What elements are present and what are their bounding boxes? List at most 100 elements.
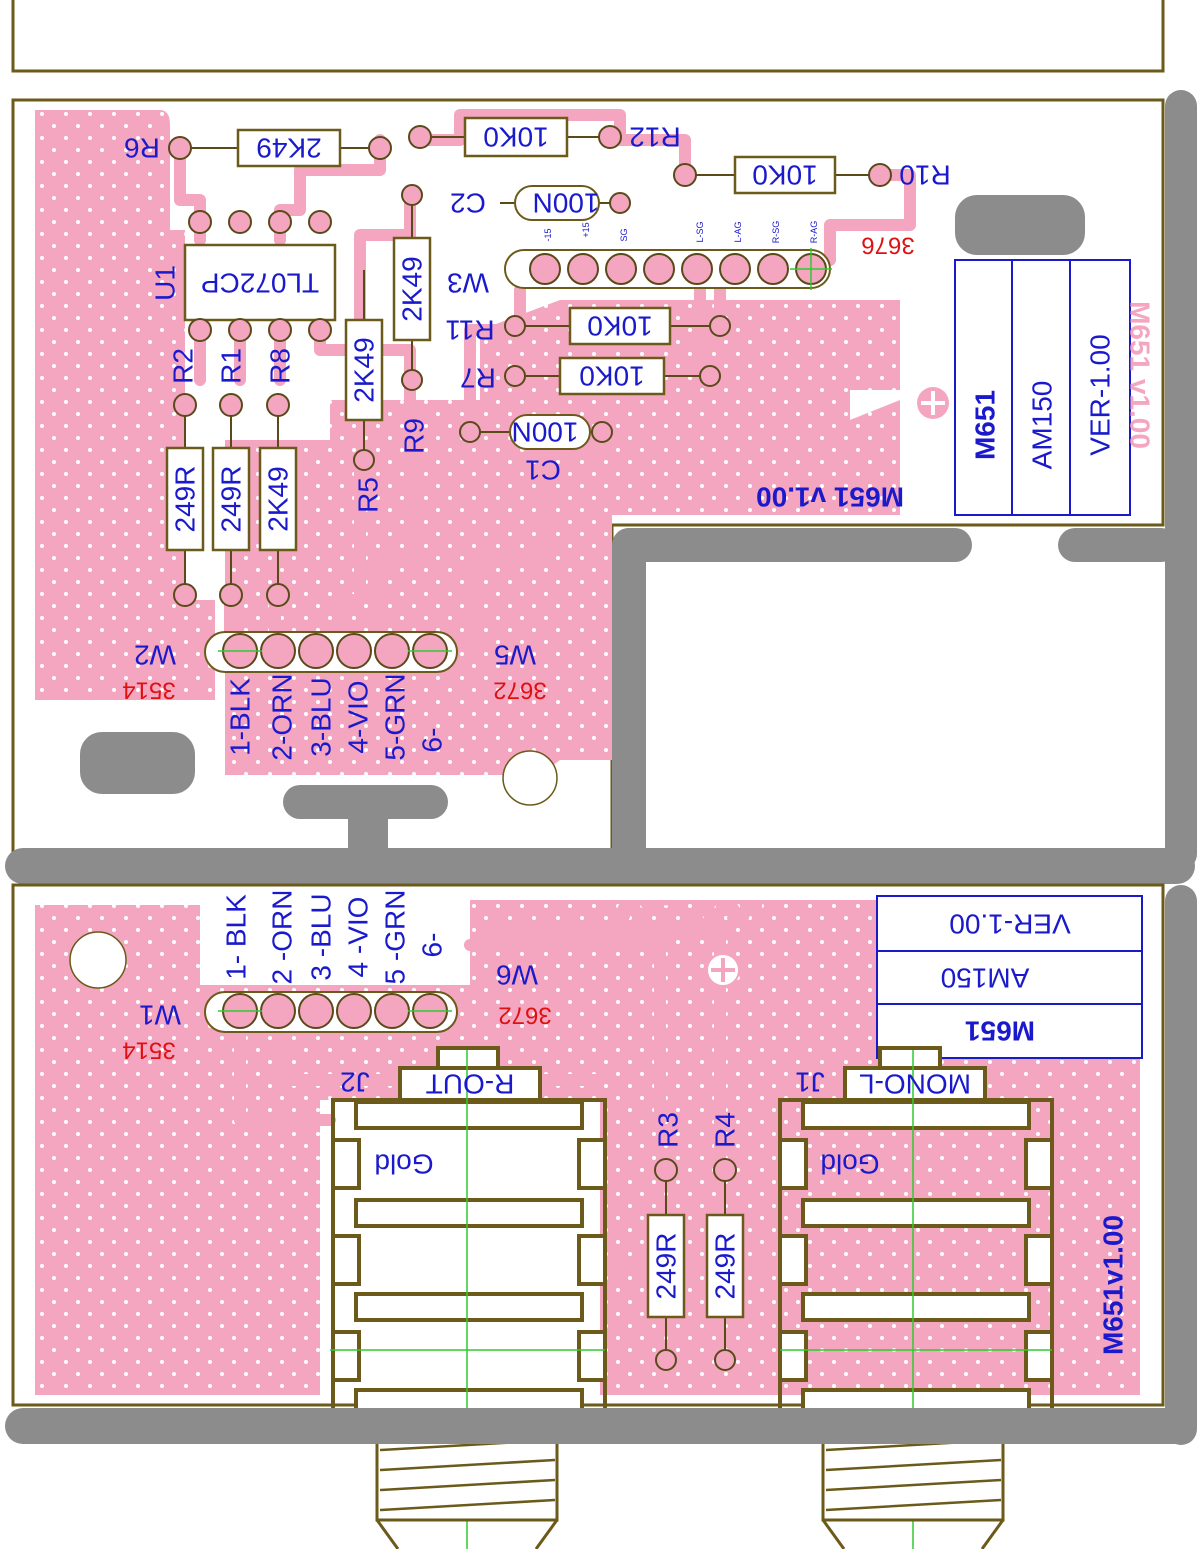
r1-body (211, 446, 251, 552)
lower-wire-labels: 1- BLK 2 -ORN 3 -BLU 4 -VIO 5 -GRN 6- (221, 890, 448, 985)
u1-value: TL072CP (201, 268, 319, 299)
r6-ref: R6 (124, 133, 160, 164)
r12-pad-b (598, 125, 622, 149)
upper-title-line2: AM150 (1027, 381, 1058, 470)
c1-pad-a (459, 421, 481, 443)
u1-pin6 (228, 318, 252, 342)
lower-wire-5: 5 -GRN (380, 890, 411, 985)
c1-value: 100N (512, 417, 579, 448)
j2-bar-1 (354, 1100, 584, 1130)
j2-ref: J2 (340, 1067, 370, 1098)
j2-pin-r3 (577, 1330, 607, 1382)
j2-finish: Gold (374, 1149, 433, 1180)
j2-pin-l1 (331, 1138, 361, 1190)
r4-ref: R4 (710, 1112, 741, 1148)
upper-slot-right (955, 195, 1085, 255)
r7-pad-a (504, 365, 526, 387)
r12-value: 10K0 (483, 122, 548, 153)
r7-value: 10K0 (579, 361, 644, 392)
lower-wire-1: 1- BLK (221, 894, 252, 980)
w3-pin-label-4: L-SG (695, 221, 705, 242)
r6-pad-a (168, 136, 192, 160)
j1-bar-2 (801, 1198, 1031, 1228)
w5-ref: W5 (494, 640, 536, 671)
lower-frame-right (1165, 885, 1197, 1445)
j2-pin-r2 (577, 1234, 607, 1286)
w3-pin-label-6: R-SG (771, 221, 781, 244)
r3-value: 249R (651, 1233, 682, 1300)
r7-body (558, 356, 666, 396)
lower-title-line3: VER-1.00 (949, 909, 1070, 940)
w5-part-number: 3672 (493, 677, 546, 704)
w3-pin-label-1: -15 (543, 228, 553, 241)
u1-ref: U1 (150, 265, 181, 301)
r4-value: 249R (710, 1233, 741, 1300)
w1-part-number: 3514 (122, 1037, 175, 1064)
w2-part-number: 3514 (122, 677, 175, 704)
r3-pad-b (655, 1349, 677, 1371)
w6-ref: W6 (496, 960, 538, 991)
j1-finish: Gold (820, 1149, 879, 1180)
r8-pad-a (266, 393, 290, 417)
upper-wire-1: 1-BLK (225, 678, 256, 756)
c1-body (509, 414, 591, 450)
upper-fiducial-plus (921, 391, 945, 415)
r8-ref: R8 (265, 348, 296, 384)
r10-ref: R10 (899, 160, 950, 191)
upper-wire-4: 4-VIO (343, 680, 374, 753)
lower-mount-hole (69, 931, 127, 989)
r11-value: 10K0 (587, 311, 652, 342)
r2-value: 249R (170, 466, 201, 533)
lower-title-block (876, 895, 1143, 1059)
j1-ref: J1 (795, 1067, 825, 1098)
r11-pad-a (504, 315, 526, 337)
lower-board: W1 3514 W6 3672 1- BLK 2 -ORN 3 -BLU 4 -… (11, 883, 1197, 1549)
w3-pad-a (401, 184, 423, 206)
upper-trace-9 (464, 284, 526, 436)
upper-trace-7 (374, 374, 416, 651)
r8-pad-b (266, 583, 290, 607)
c2-value: 100N (533, 188, 600, 219)
upper-title-line3: VER-1.00 (1085, 334, 1116, 455)
upper-mount-hole (502, 750, 558, 806)
j2-body (331, 1098, 607, 1420)
r7-ref: R7 (460, 363, 496, 394)
r3-body (646, 1213, 686, 1319)
upper-frame-inner-h (612, 528, 972, 562)
upper-wire-6: 6- (417, 728, 448, 753)
r11-pad-b (709, 315, 731, 337)
r2-body (165, 446, 205, 552)
lower-trace-3 (464, 939, 666, 1126)
r9-ref: R9 (399, 418, 430, 454)
lower-title-line1: M651 (965, 1016, 1035, 1047)
u1-pin5 (188, 318, 212, 342)
j2-pin-l2 (331, 1234, 361, 1286)
c2-ref: C2 (450, 188, 486, 219)
lower-wire-2: 2 -ORN (267, 890, 298, 985)
upper-wire-2: 2-ORN (267, 673, 298, 760)
r1-ref: R1 (216, 348, 247, 384)
upper-board: 2K49 R6 10K0 R12 10K0 R10 100N C2 TL072C… (11, 90, 1197, 872)
r12-ref: R12 (629, 122, 680, 153)
upper-frame-inner-h2 (1058, 528, 1178, 562)
r9-value: 2K49 (349, 337, 380, 402)
r6-body (236, 128, 342, 168)
j1-pin-r1 (1024, 1138, 1054, 1190)
r1-value: 249R (216, 466, 247, 533)
r10-value: 10K0 (752, 160, 817, 191)
lower-fiducial-plus (711, 958, 735, 982)
upper-trace-8 (339, 454, 366, 651)
r2-pad-a (173, 393, 197, 417)
w3-part-number: 3676 (861, 232, 914, 259)
w3-pin-label-7: R-AG (809, 221, 819, 244)
w3-body (392, 236, 432, 342)
r4-body (705, 1213, 745, 1319)
u1-pin7 (268, 318, 292, 342)
upper-wire-3: 3-BLU (306, 677, 337, 756)
w3-ref: W3 (447, 268, 489, 299)
j1-pin-r2 (1024, 1234, 1054, 1286)
r1-pad-b (219, 583, 243, 607)
u1-pin3 (268, 210, 292, 234)
lower-mirror-mark: M651 v1.00 (616, 897, 764, 928)
r12-body (463, 116, 569, 158)
